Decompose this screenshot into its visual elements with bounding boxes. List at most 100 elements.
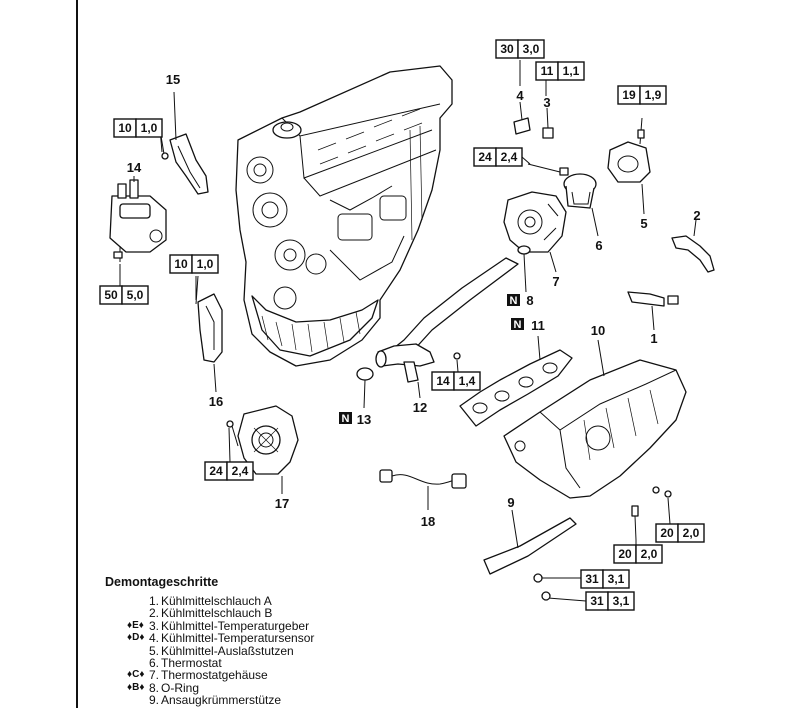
torque-kpm: 1,1 (563, 64, 580, 78)
intake-manifold (503, 339, 687, 499)
intake-manifold-gasket (459, 335, 573, 427)
step-text: Kühlmittel-Temperaturgeber (161, 618, 310, 633)
step-number: 3. (148, 618, 159, 633)
new-part-mark: N (339, 412, 352, 425)
torque-box: 14 1,4 (431, 371, 481, 391)
callout-5: 5 (640, 216, 647, 231)
step-item: 1. Kühlmittelschlauch A (105, 594, 465, 608)
thermostat-housing (503, 191, 567, 273)
thermostat (563, 173, 599, 237)
svg-text:N: N (510, 295, 518, 307)
step-number: 8. (148, 680, 159, 695)
torque-box: 20 2,0 (613, 544, 663, 564)
torque-nm: 20 (660, 526, 674, 540)
callout-8: 8 (526, 293, 533, 308)
callout-6: 6 (595, 238, 602, 253)
step-text: Kühlmittelschlauch B (161, 606, 273, 621)
torque-box: 11 1,1 (535, 61, 585, 81)
engine-block (235, 65, 453, 367)
step-number: 2. (148, 606, 159, 621)
callout-12: 12 (413, 400, 427, 415)
o-ring-13 (356, 367, 374, 409)
step-text: Thermostat (161, 655, 222, 670)
torque-box: 24 2,4 (473, 147, 523, 167)
step-item: 6. Thermostat (105, 655, 465, 670)
step-text: Ansaugkrümmerstütze (161, 693, 282, 708)
step-item: 9. Ansaugkrümmerstütze (105, 693, 465, 708)
step-number: 7. (148, 668, 159, 683)
torque-kpm: 5,0 (127, 288, 144, 302)
torque-box: 31 3,1 (585, 591, 635, 611)
torque-box: 10 1,0 (113, 118, 163, 138)
torque-box: 19 1,9 (617, 85, 667, 105)
torque-box: 24 2,4 (204, 461, 254, 481)
torque-nm: 10 (118, 121, 132, 135)
step-text: Kühlmittel-Auslaßstutzen (161, 643, 294, 658)
torque-box: 10 1,0 (169, 254, 219, 274)
water-pump (226, 405, 299, 494)
torque-box: 30 3,0 (495, 39, 545, 59)
torque-kpm: 1,0 (141, 121, 158, 135)
disassembly-steps: Demontageschritte 1. Kühlmittelschlauch … (105, 575, 465, 707)
step-mark: ♦D♦ (127, 632, 145, 644)
torque-nm: 50 (104, 288, 118, 302)
coolant-temperature-sensors (513, 60, 569, 176)
manifold-bolts (453, 352, 672, 541)
step-text: Kühlmittelschlauch A (161, 594, 272, 608)
callout-2: 2 (693, 208, 700, 223)
torque-nm: 31 (585, 572, 599, 586)
new-part-mark: N (511, 318, 524, 331)
callout-10: 10 (591, 323, 605, 338)
new-part-mark: N (507, 294, 520, 307)
torque-box: 31 3,1 (580, 569, 630, 589)
torque-kpm: 2,0 (641, 547, 658, 561)
callout-17: 17 (275, 496, 289, 511)
torque-kpm: 3,1 (613, 594, 630, 608)
step-item: ♦B♦ 8. O-Ring (105, 680, 465, 695)
step-text: Kühlmittel-Temperatursensor (161, 631, 315, 646)
callout-18: 18 (421, 514, 435, 529)
coolant-hoses (627, 219, 715, 331)
torque-nm: 14 (436, 374, 450, 388)
svg-text:N: N (514, 319, 522, 331)
torque-kpm: 2,0 (683, 526, 700, 540)
callout-15: 15 (166, 72, 180, 87)
torque-kpm: 2,4 (232, 464, 249, 478)
torque-kpm: 3,1 (608, 572, 625, 586)
o-ring-8 (517, 245, 531, 293)
torque-nm: 11 (541, 64, 554, 78)
callout-4: 4 (516, 88, 524, 103)
step-item: ♦E♦ 3. Kühlmittel-Temperaturgeber (105, 618, 465, 633)
callout-3: 3 (543, 95, 550, 110)
callout-7: 7 (552, 274, 559, 289)
sensor-with-harness (379, 469, 467, 510)
torque-box: 50 5,0 (99, 285, 149, 305)
torque-leader-lines (119, 128, 637, 545)
timing-belt-cover-upper (159, 91, 209, 195)
torque-nm: 24 (209, 464, 223, 478)
step-number: 5. (148, 643, 159, 658)
svg-text:N: N (342, 413, 350, 425)
torque-kpm: 1,0 (197, 257, 214, 271)
torque-kpm: 2,4 (501, 150, 518, 164)
step-number: 4. (148, 631, 159, 646)
coolant-outlet-fitting (607, 117, 651, 215)
torque-nm: 31 (590, 594, 604, 608)
callout-9: 9 (507, 495, 514, 510)
step-mark: ♦C♦ (127, 669, 145, 681)
step-number: 1. (148, 594, 159, 608)
intake-manifold-stay (483, 509, 587, 602)
callout-1: 1 (650, 331, 657, 346)
torque-nm: 19 (622, 88, 636, 102)
water-inlet-pipe (375, 257, 519, 399)
torque-nm: 10 (174, 257, 188, 271)
callout-14: 14 (127, 160, 142, 175)
torque-nm: 30 (500, 42, 514, 56)
torque-kpm: 3,0 (523, 42, 540, 56)
callout-13: 13 (357, 412, 371, 427)
step-number: 6. (148, 655, 159, 670)
page-margin-line (76, 0, 78, 708)
torque-nm: 24 (478, 150, 492, 164)
step-mark: ♦E♦ (127, 619, 144, 631)
